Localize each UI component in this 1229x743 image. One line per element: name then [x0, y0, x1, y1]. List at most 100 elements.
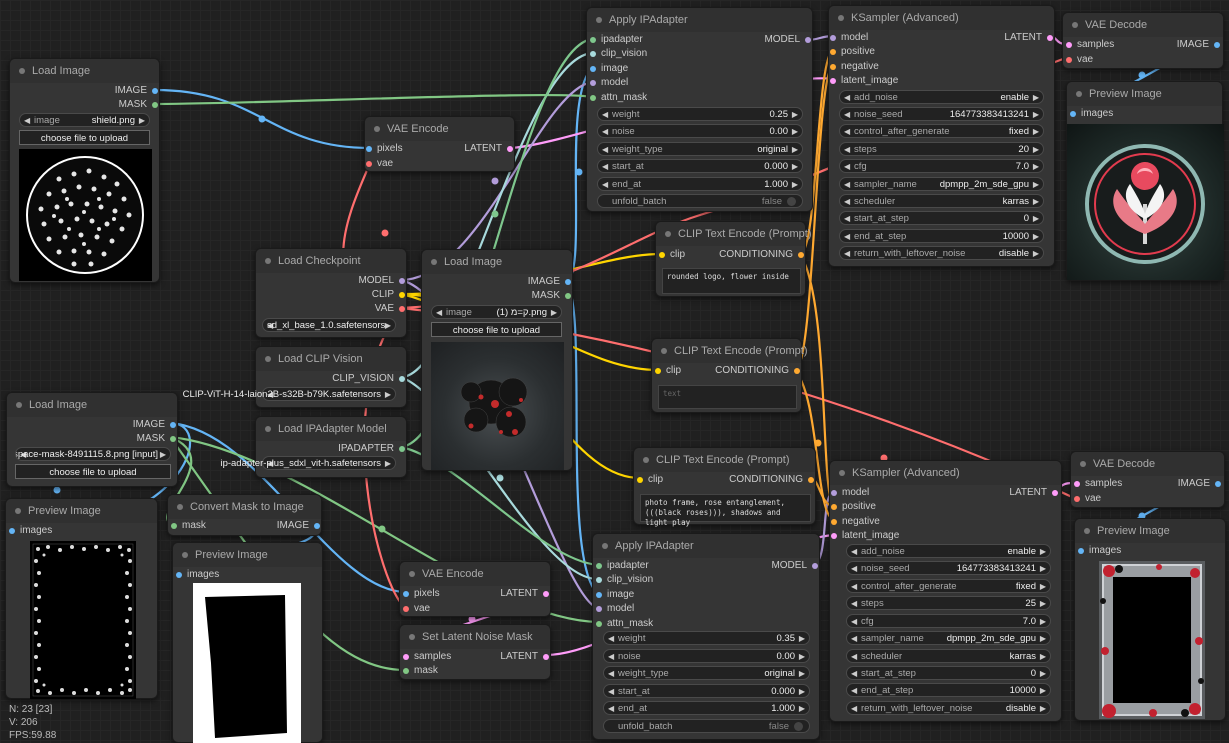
output-model[interactable]: MODEL [764, 33, 811, 47]
input-pixels[interactable]: pixels [366, 142, 403, 156]
input-model[interactable]: model [830, 31, 868, 45]
apply-ipadapter-node-2[interactable]: Apply IPAdapter ipadapter clip_vision im… [592, 533, 820, 740]
input-mask[interactable]: mask [403, 664, 438, 678]
image-select[interactable]: ◀clipspace-mask-8491115.8.png [input]▶ [15, 447, 171, 461]
preview-image-node-3[interactable]: Preview Image images [172, 542, 323, 743]
input-clip-vision[interactable]: clip_vision [590, 47, 647, 61]
input-samples[interactable]: samples [1066, 38, 1114, 52]
input-samples[interactable]: samples [1074, 477, 1122, 491]
node-title[interactable]: Preview Image [1067, 82, 1222, 106]
input-pixels[interactable]: pixels [403, 587, 440, 601]
ksampler-advanced-node-2[interactable]: KSampler (Advanced) model positive negat… [829, 460, 1062, 722]
input-vae[interactable]: vae [403, 602, 430, 616]
output-latent[interactable]: LATENT [1004, 31, 1053, 45]
output-image[interactable]: IMAGE [1177, 38, 1220, 52]
node-title[interactable]: CLIP Text Encode (Prompt) [656, 222, 812, 246]
load-image-node-3[interactable]: Load Image IMAGE MASK ◀clipspace-mask-84… [6, 392, 178, 487]
input-attn-mask[interactable]: attn_mask [590, 91, 647, 105]
input-vae[interactable]: vae [366, 157, 393, 171]
upload-button[interactable]: choose file to upload [431, 322, 562, 337]
node-title[interactable]: Apply IPAdapter [593, 534, 819, 558]
output-image[interactable]: IMAGE [115, 84, 158, 98]
upload-button[interactable]: choose file to upload [19, 130, 150, 145]
node-title[interactable]: Load Checkpoint [256, 249, 406, 273]
input-clip[interactable]: clip [655, 364, 681, 378]
node-title[interactable]: Preview Image [6, 499, 157, 523]
input-model[interactable]: model [596, 602, 634, 616]
node-title[interactable]: Load CLIP Vision [256, 347, 406, 371]
node-title[interactable]: Preview Image [1075, 519, 1225, 543]
input-clip[interactable]: clip [659, 248, 685, 262]
ipadapter-file-select[interactable]: ◀ip-adapter-plus_sdxl_vit-h.safetensors▶ [220, 456, 396, 470]
input-latent-image[interactable]: latent_image [831, 529, 899, 543]
collapse-dot-icon[interactable] [19, 68, 25, 74]
input-clip[interactable]: clip [637, 473, 663, 487]
node-title[interactable]: CLIP Text Encode (Prompt) [634, 448, 815, 472]
node-title[interactable]: KSampler (Advanced) [829, 6, 1054, 30]
output-conditioning[interactable]: CONDITIONING [719, 248, 804, 262]
output-vae[interactable]: VAE [375, 302, 405, 316]
input-vae[interactable]: vae [1066, 53, 1093, 67]
input-model[interactable]: model [590, 76, 628, 90]
vae-decode-node-2[interactable]: VAE Decode samples vae IMAGE [1070, 451, 1225, 508]
node-title[interactable]: Load Image [10, 59, 159, 83]
load-clip-vision-node[interactable]: Load CLIP Vision CLIP_VISION ◀CLIP-ViT-H… [183, 346, 407, 408]
apply-ipadapter-node-1[interactable]: Apply IPAdapter ipadapter clip_vision im… [586, 7, 813, 212]
prompt-textarea[interactable]: rounded logo, flower inside [662, 268, 801, 294]
node-title[interactable]: VAE Decode [1063, 13, 1223, 37]
output-mask[interactable]: MASK [532, 289, 571, 303]
input-negative[interactable]: negative [831, 515, 880, 529]
node-title[interactable]: KSampler (Advanced) [830, 461, 1061, 485]
preview-image-node-1[interactable]: Preview Image images [1066, 81, 1224, 281]
prompt-textarea[interactable]: photo frame, rose entanglement, (((black… [640, 494, 811, 527]
input-negative[interactable]: negative [830, 60, 879, 74]
node-title[interactable]: VAE Decode [1071, 452, 1224, 476]
node-title[interactable]: Load Image [7, 393, 177, 417]
input-positive[interactable]: positive [830, 45, 875, 59]
input-positive[interactable]: positive [831, 500, 876, 514]
preview-image-node-4[interactable]: Preview Image images [1074, 518, 1226, 721]
set-latent-noise-mask-node[interactable]: Set Latent Noise Mask samples mask LATEN… [399, 624, 551, 680]
output-ipadapter[interactable]: IPADAPTER [338, 442, 405, 456]
output-image[interactable]: IMAGE [1178, 477, 1221, 491]
output-conditioning[interactable]: CONDITIONING [715, 364, 800, 378]
output-latent[interactable]: LATENT [1009, 486, 1058, 500]
node-title[interactable]: Load Image [422, 250, 572, 274]
clip-text-encode-node-1[interactable]: CLIP Text Encode (Prompt) clip CONDITION… [655, 221, 812, 297]
output-model[interactable]: MODEL [771, 559, 818, 573]
input-mask[interactable]: mask [171, 519, 206, 533]
vae-encode-node-1[interactable]: VAE Encode pixels vae LATENT [364, 116, 515, 172]
input-latent-image[interactable]: latent_image [830, 74, 898, 88]
load-checkpoint-node[interactable]: Load Checkpoint MODEL CLIP VAE ◀sd_xl_ba… [255, 248, 407, 338]
node-title[interactable]: Set Latent Noise Mask [400, 625, 550, 649]
input-clip-vision[interactable]: clip_vision [596, 573, 653, 587]
node-title[interactable]: Apply IPAdapter [587, 8, 812, 32]
input-image[interactable]: image [590, 62, 628, 76]
ksampler-advanced-node-1[interactable]: KSampler (Advanced) model positive negat… [828, 5, 1055, 267]
input-images[interactable]: images [1078, 544, 1121, 558]
output-conditioning[interactable]: CONDITIONING [729, 473, 814, 487]
